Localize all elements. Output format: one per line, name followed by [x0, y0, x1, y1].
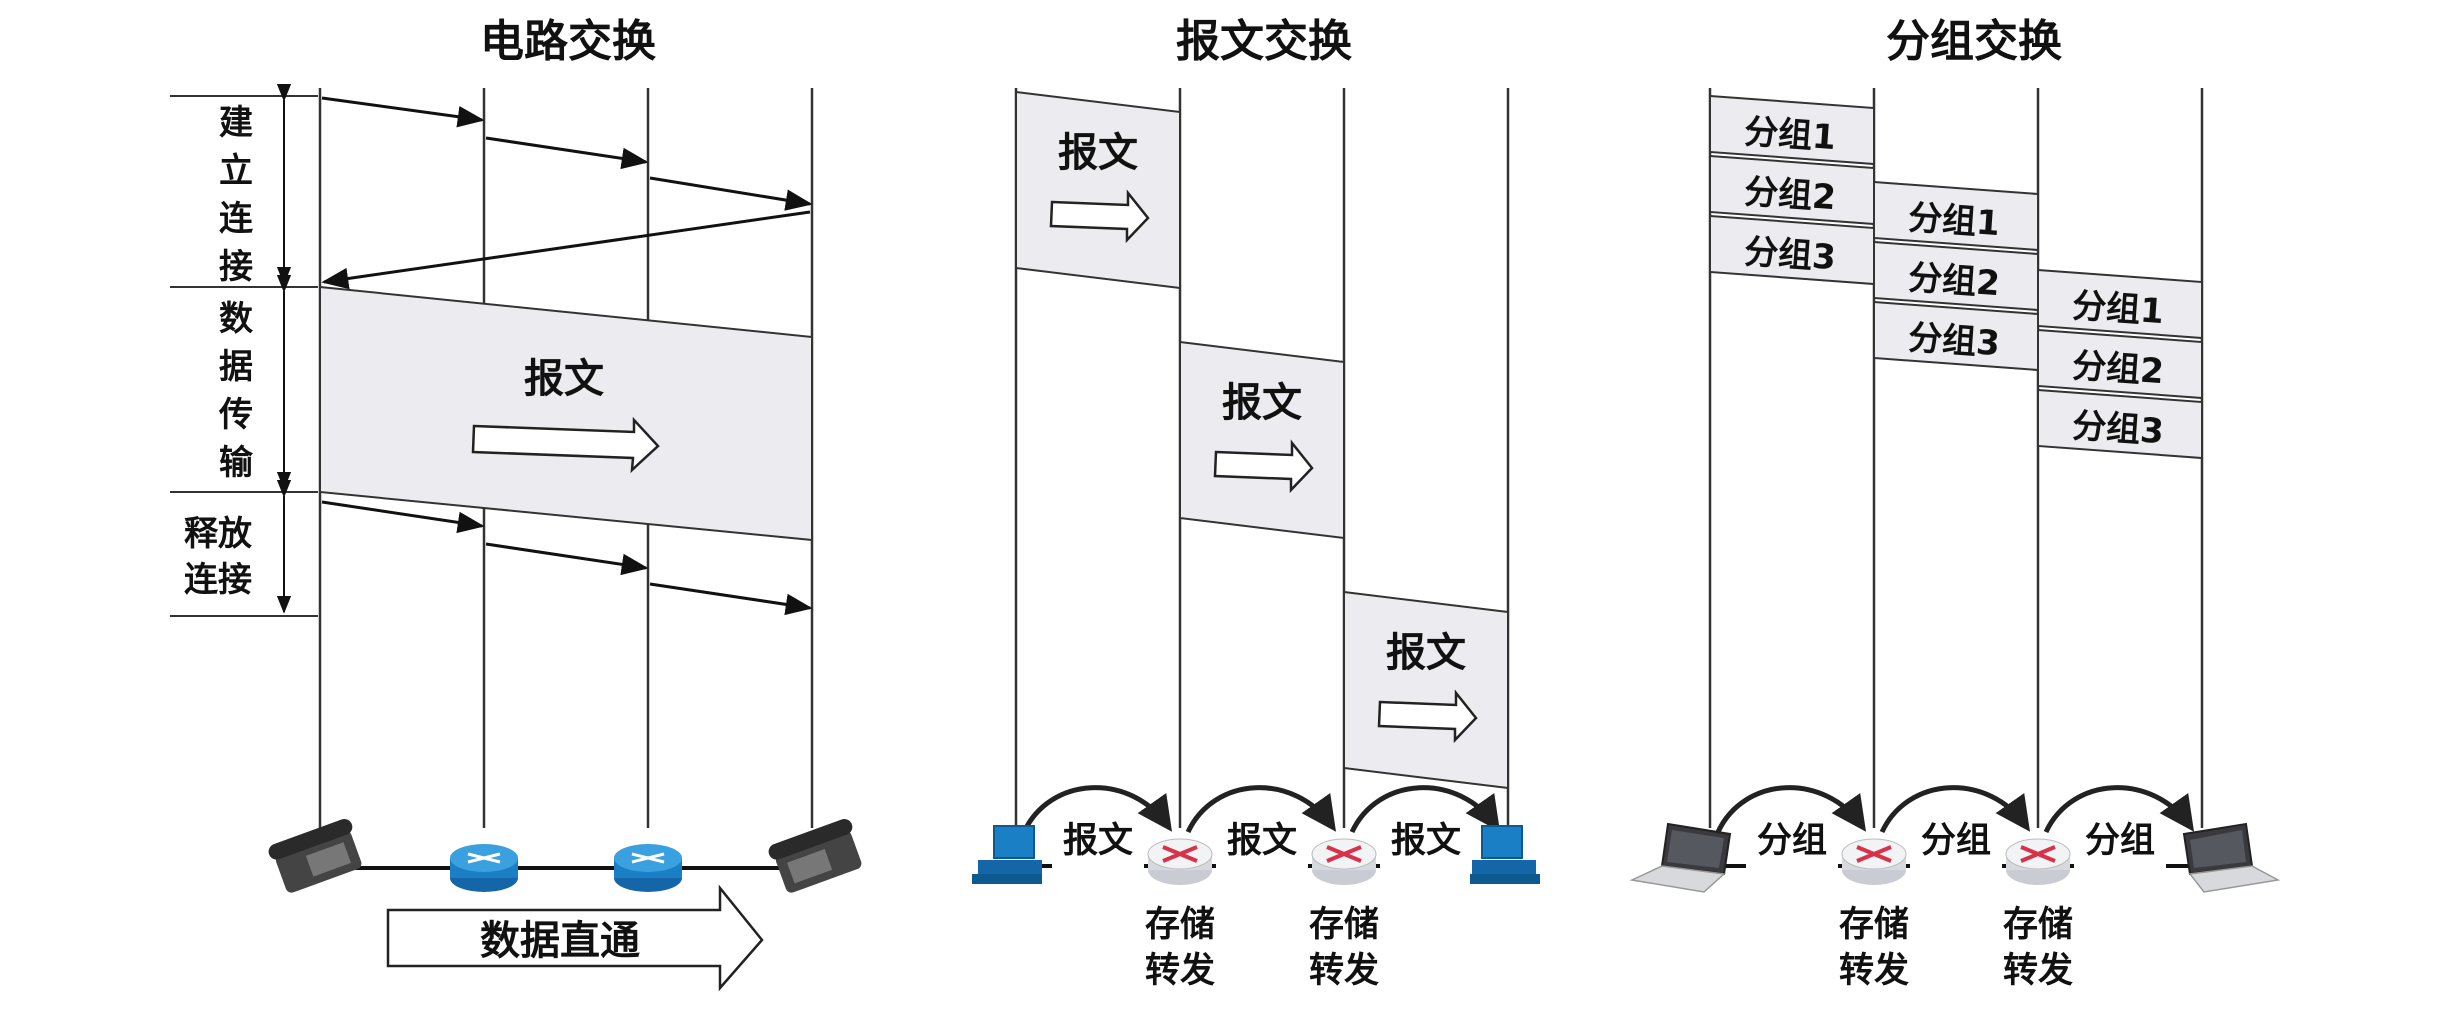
- packet-box: [2037, 328, 2203, 400]
- phase-label-transfer: 数据传输: [218, 299, 254, 483]
- phase-char: 据: [219, 347, 253, 387]
- release-signal-arrow: [321, 500, 485, 534]
- link-label: 报文: [1227, 821, 1297, 861]
- data-transfer-box: [319, 285, 813, 542]
- link-label-bg: [2074, 826, 2166, 882]
- switch-icon: [614, 844, 682, 892]
- laptop-icon: [2182, 822, 2281, 893]
- packet-box: [2037, 388, 2203, 460]
- link-label-bg: [1380, 826, 1472, 882]
- phase-char: 连: [219, 199, 254, 239]
- direct-data-label: 数据直通: [480, 918, 640, 964]
- message-switching-title: 报文交换: [1176, 16, 1352, 67]
- message-label: 报文: [1386, 630, 1466, 676]
- link-label: 报文: [1391, 821, 1461, 861]
- message-switching-panel: 报文 报文 报文 报文 报文 报文 存储 转发 存: [972, 88, 1540, 991]
- link-label-bg: [1746, 826, 1838, 882]
- setup-signal-arrow: [485, 136, 649, 170]
- switch-icon: [450, 844, 518, 892]
- store-label: 存储: [1839, 905, 1909, 945]
- router-icon: [1310, 837, 1378, 887]
- forward-label: 转发: [1309, 951, 1379, 991]
- store-label: 存储: [1145, 905, 1215, 945]
- packet-switching-panel: 分组1 分组2 分组3 分组1 分组2 分组3 分组1 分组2 分组3 分组 分…: [1629, 88, 2281, 991]
- hop-arc-arrow: [2043, 785, 2195, 834]
- router-icon: [1840, 837, 1908, 887]
- message-label: 报文: [1058, 130, 1138, 176]
- phase-char: 输: [219, 443, 254, 483]
- phase-char: 连接: [184, 560, 252, 600]
- phase-label-connect: 建立连接: [219, 103, 254, 287]
- packet-label: 分组2: [1743, 172, 1837, 218]
- direction-arrow: [1213, 439, 1314, 494]
- packet-box: [2037, 268, 2203, 340]
- packet-label: 分组3: [1907, 318, 2001, 364]
- phase-char: 数: [219, 299, 253, 339]
- desktop-computer-icon: [1470, 825, 1540, 884]
- hop-arc-arrow: [1185, 785, 1337, 834]
- circuit-switching-panel: 建立连接 数据传输 释放连接 报文: [170, 83, 862, 992]
- phase-char: 接: [219, 247, 253, 287]
- direction-arrow: [1049, 189, 1150, 244]
- telephone-icon: [268, 819, 362, 893]
- link-label: 报文: [1063, 821, 1133, 861]
- message-box: [1179, 340, 1345, 540]
- forward-label: 转发: [1839, 951, 1909, 991]
- packet-switching-title: 分组交换: [1886, 16, 2062, 67]
- setup-signal-arrow: [649, 176, 813, 211]
- setup-signal-arrow: [321, 96, 485, 128]
- release-signal-arrow: [485, 542, 649, 576]
- hop-arc-arrow: [1021, 785, 1173, 834]
- release-signal-arrow: [649, 582, 813, 616]
- phase-label-release: 释放连接: [184, 514, 252, 600]
- phase-char: 立: [219, 151, 253, 191]
- circuit-switching-title: 电路交换: [480, 16, 656, 67]
- laptop-icon: [1629, 822, 1732, 893]
- link-label-bg: [1052, 826, 1144, 882]
- ack-signal-arrow: [321, 210, 811, 290]
- desktop-computer-icon: [972, 825, 1042, 884]
- store-label: 存储: [1309, 905, 1379, 945]
- packet-label: 分组2: [1907, 258, 2001, 304]
- link-label: 分组: [1921, 821, 1991, 861]
- hop-arc-arrow: [1715, 785, 1867, 834]
- packet-label: 分组1: [1907, 198, 2001, 244]
- packet-label: 分组3: [1743, 232, 1837, 278]
- packet-label: 分组1: [2071, 286, 2165, 332]
- phase-char: 释放: [184, 514, 252, 554]
- message-box: [1343, 590, 1509, 790]
- link-label-bg: [1216, 826, 1308, 882]
- data-label: 报文: [524, 356, 604, 402]
- store-label: 存储: [2003, 905, 2073, 945]
- router-icon: [1146, 837, 1214, 887]
- phase-char: 传: [218, 395, 253, 435]
- packet-box: [1873, 180, 2039, 252]
- packet-label: 分组2: [2071, 346, 2165, 392]
- link-label: 分组: [1757, 821, 1827, 861]
- message-label: 报文: [1222, 380, 1302, 426]
- hop-arc-arrow: [1349, 785, 1501, 834]
- direction-arrow: [471, 416, 660, 474]
- telephone-icon: [768, 819, 862, 893]
- message-box: [1015, 90, 1181, 290]
- router-icon: [2004, 837, 2072, 887]
- link-label: 分组: [2085, 821, 2155, 861]
- hop-arc-arrow: [1879, 785, 2031, 834]
- phase-char: 建: [219, 103, 253, 143]
- forward-label: 转发: [1145, 951, 1215, 991]
- direction-arrow: [1377, 689, 1478, 744]
- forward-label: 转发: [2003, 951, 2073, 991]
- direct-data-arrow: [386, 884, 764, 992]
- link-label-bg: [1910, 826, 2002, 882]
- packet-label: 分组3: [2071, 406, 2165, 452]
- packet-label: 分组1: [1743, 112, 1837, 158]
- packet-box: [1709, 94, 1875, 166]
